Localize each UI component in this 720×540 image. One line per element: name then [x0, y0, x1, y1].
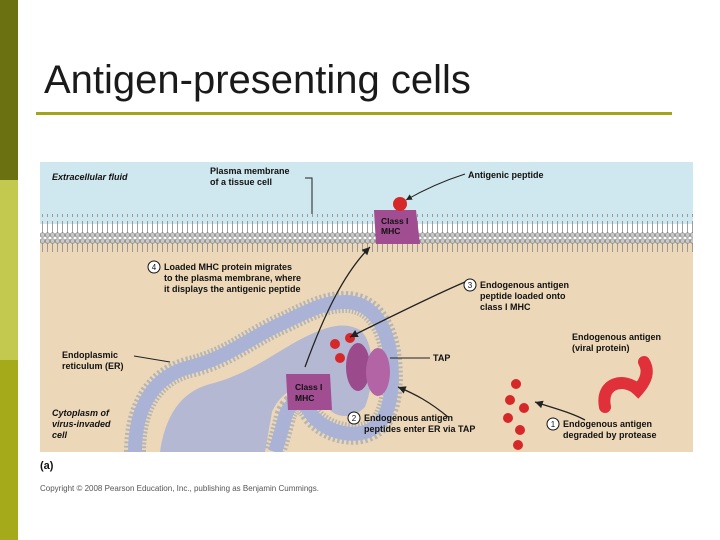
side-bar-bottom	[0, 360, 18, 540]
antigenic-peptide-top	[393, 197, 407, 211]
mhc-er	[286, 374, 332, 410]
label-mhc-top: Class I MHC	[381, 216, 411, 236]
step-4-text: Loaded MHC protein migrates to the plasm…	[164, 262, 304, 294]
viral-protein	[598, 356, 653, 413]
peptide	[511, 379, 521, 389]
side-bar-middle	[0, 180, 18, 360]
step-2-number: 2	[352, 414, 357, 423]
step-1-badge	[546, 417, 560, 431]
peptide	[515, 425, 525, 435]
tap-transporter-left	[346, 343, 370, 391]
arrow-step1	[534, 400, 586, 421]
arrow-step3	[349, 281, 466, 338]
peptide	[345, 333, 355, 343]
peptide	[519, 403, 529, 413]
leader-plasma-membrane	[305, 177, 313, 214]
leader-antigenic-peptide	[405, 173, 466, 201]
arrow-step2	[397, 386, 449, 418]
label-viral-protein: Endogenous antigen (viral protein)	[572, 332, 664, 353]
step-3-badge	[463, 278, 477, 292]
peptide	[335, 353, 345, 363]
step-3-text: Endogenous antigen peptide loaded onto c…	[480, 280, 572, 312]
tap-transporter-right	[366, 348, 390, 396]
slide-title: Antigen-presenting cells	[44, 58, 471, 102]
step-1-number: 1	[551, 420, 556, 429]
peptide	[330, 339, 340, 349]
peptide	[513, 440, 523, 450]
label-extracellular: Extracellular fluid	[52, 172, 128, 182]
label-plasma-membrane: Plasma membrane of a tissue cell	[210, 166, 292, 187]
er-lumen-body	[160, 325, 372, 452]
step-4-number: 4	[152, 263, 157, 272]
label-mhc-er: Class I MHC	[295, 382, 325, 403]
antigen-presentation-figure: Extracellular fluid Plasma membrane of a…	[40, 162, 693, 452]
extracellular-region	[40, 162, 693, 224]
side-bar-top	[0, 0, 18, 180]
label-er: Endoplasmic reticulum (ER)	[62, 350, 124, 371]
mhc-top	[374, 210, 420, 244]
label-tap: TAP	[433, 353, 450, 363]
label-antigenic-peptide: Antigenic peptide	[468, 170, 544, 180]
step-2-badge	[347, 411, 361, 425]
peptide	[503, 413, 513, 423]
peptide	[505, 395, 515, 405]
label-cytoplasm: Cytoplasm of virus-invaded cell	[52, 408, 113, 440]
plasma-membrane	[40, 214, 693, 252]
title-underline	[36, 112, 672, 115]
panel-label: (a)	[40, 460, 54, 472]
copyright-notice: Copyright © 2008 Pearson Education, Inc.…	[40, 484, 319, 493]
step-2-text: Endogenous antigen peptides enter ER via…	[364, 413, 475, 434]
step-3-number: 3	[468, 281, 473, 290]
arrow-loaded-mhc	[304, 246, 371, 368]
step-4-badge	[147, 260, 161, 274]
step-1-text: Endogenous antigen degraded by protease	[563, 419, 657, 440]
leader-er	[133, 355, 171, 363]
